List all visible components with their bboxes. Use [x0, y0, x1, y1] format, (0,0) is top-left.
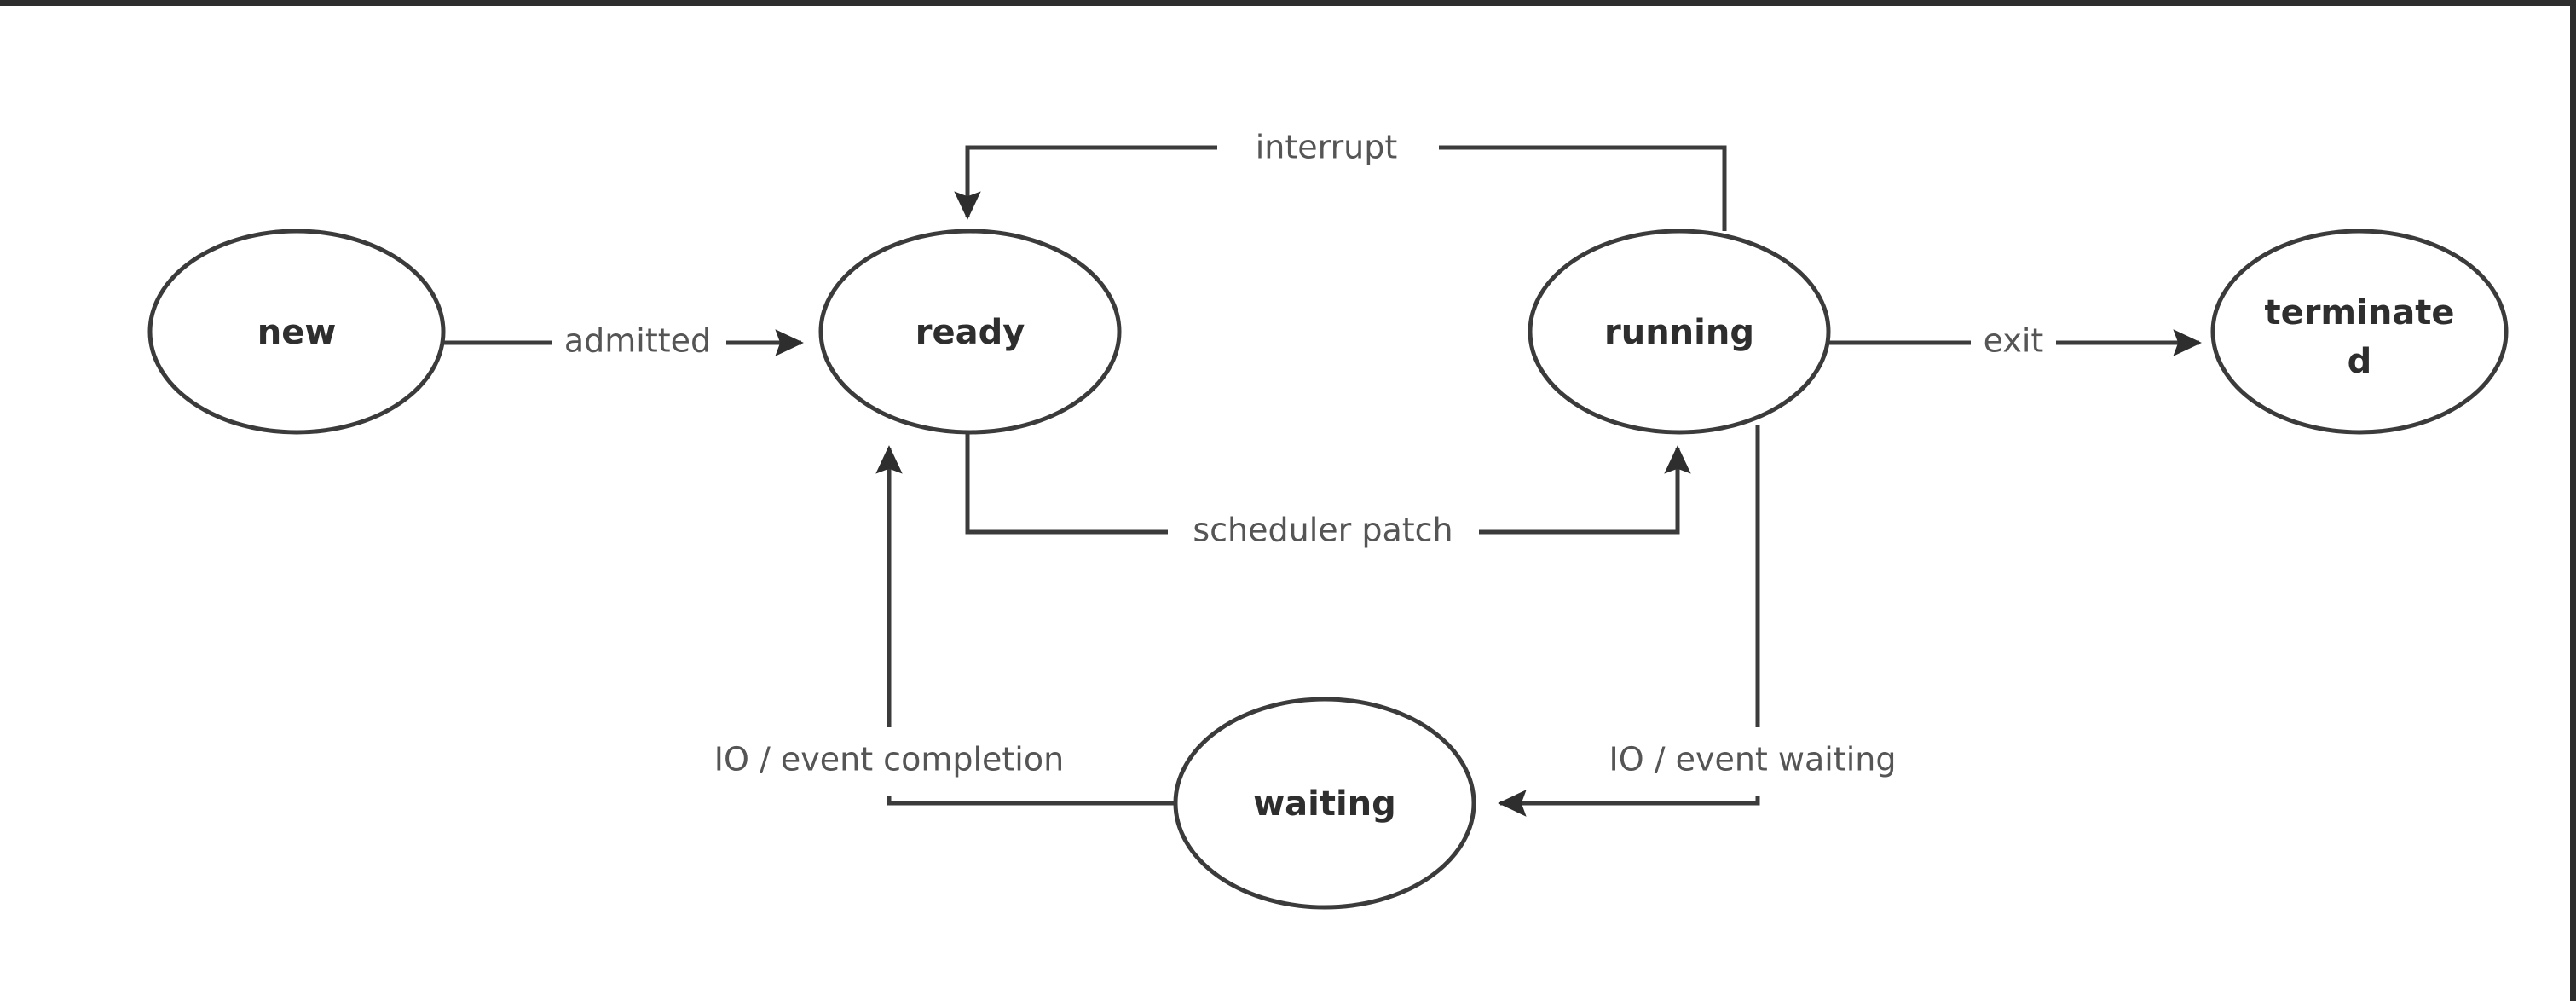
- edge-label-interrupt: interrupt: [1256, 129, 1398, 166]
- node-running-ellipse[interactable]: [1528, 229, 1831, 435]
- edge-scheduler-patch-segment-right: [1479, 445, 1691, 535]
- edge-interrupt-segment-right: [1439, 145, 1727, 231]
- node-terminated-label-line1: terminate: [2264, 293, 2454, 333]
- node-running[interactable]: running: [1528, 229, 1831, 435]
- edge-interrupt: [954, 145, 1727, 231]
- node-waiting-label: waiting: [1253, 784, 1396, 824]
- node-running-label: running: [1604, 313, 1754, 352]
- edge-label-scheduler-patch: scheduler patch: [1193, 512, 1453, 549]
- edge-scheduler-patch: [965, 431, 1691, 535]
- node-new-label: new: [257, 313, 337, 352]
- edge-label-admitted: admitted: [564, 322, 711, 360]
- node-new-ellipse[interactable]: [147, 229, 446, 435]
- edge-io-event-waiting-segment-bottom: [1498, 790, 1760, 817]
- node-terminated-ellipse[interactable]: [2210, 229, 2509, 435]
- edge-io-event-completion-segment-bottom: [887, 796, 1178, 806]
- edge-label-io-event-waiting: IO / event waiting: [1609, 741, 1897, 778]
- node-ready[interactable]: ready: [818, 229, 1122, 435]
- node-waiting-ellipse[interactable]: [1173, 697, 1476, 910]
- process-state-diagram: admitted interrupt scheduler patch exit …: [147, 129, 2509, 910]
- edge-scheduler-patch-segment-left: [965, 431, 1168, 535]
- node-terminated-label-line2: d: [2348, 342, 2372, 381]
- edge-io-event-waiting: [1498, 425, 1760, 817]
- node-ready-label: ready: [915, 313, 1025, 352]
- node-terminated[interactable]: terminate d: [2210, 229, 2509, 435]
- node-ready-ellipse[interactable]: [818, 229, 1122, 435]
- edge-interrupt-segment-left: [954, 145, 1217, 220]
- edge-label-exit: exit: [1984, 322, 2044, 360]
- edge-label-io-event-completion: IO / event completion: [714, 741, 1064, 778]
- node-waiting[interactable]: waiting: [1173, 697, 1476, 910]
- node-new[interactable]: new: [147, 229, 446, 435]
- edge-io-event-completion: [875, 445, 1178, 806]
